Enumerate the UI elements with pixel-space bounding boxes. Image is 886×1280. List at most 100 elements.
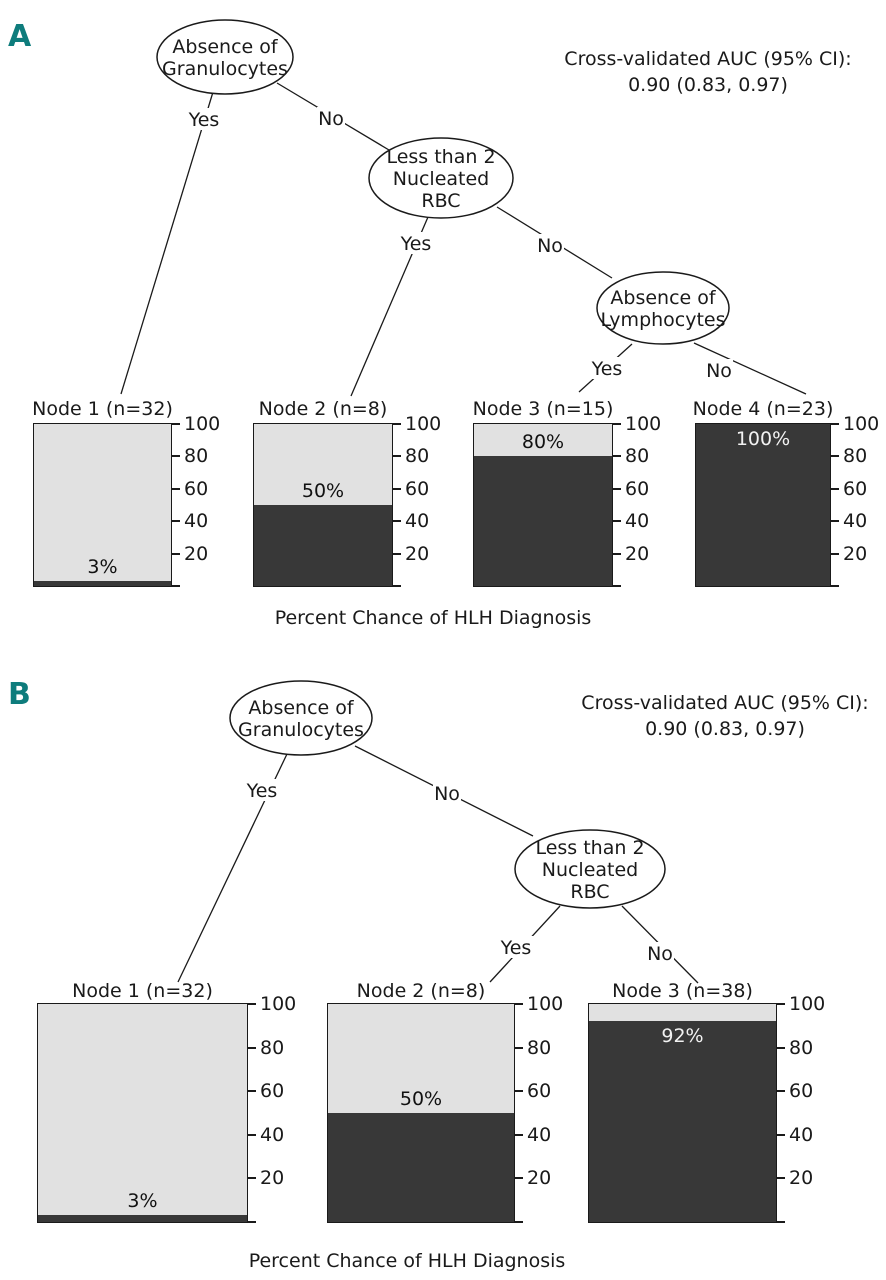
tick-label: 20 bbox=[527, 1167, 552, 1190]
node-title: Node 3 (n=38) bbox=[612, 980, 753, 1002]
tick-label: 100 bbox=[527, 993, 564, 1015]
tick-mark bbox=[612, 487, 621, 490]
bar-value-label: 50% bbox=[399, 1088, 443, 1110]
tick-label: 20 bbox=[405, 542, 430, 565]
x-axis-label-b: Percent Chance of HLH Diagnosis bbox=[248, 1250, 566, 1272]
tree-node-root bbox=[229, 680, 373, 756]
tick-label: 40 bbox=[184, 510, 209, 533]
tick-mark bbox=[830, 423, 839, 425]
split3-label-line1: Absence of bbox=[610, 287, 716, 309]
bar-value-label: 80% bbox=[521, 431, 565, 454]
node-title: Node 2 (n=8) bbox=[356, 980, 486, 1002]
tick-label: 80 bbox=[625, 445, 650, 468]
decision-tree-b: Absence of Granulocytes Less than 2 Nucl… bbox=[177, 680, 699, 984]
tick-mark bbox=[247, 1133, 256, 1136]
tick-mark bbox=[514, 1046, 523, 1049]
tick-label: 60 bbox=[527, 1080, 552, 1103]
tick-label: 60 bbox=[184, 477, 209, 500]
bar-fill bbox=[34, 581, 171, 586]
node-title: Node 4 (n=23) bbox=[692, 398, 834, 420]
root-label-line1: Absence of bbox=[248, 697, 354, 719]
root-label-line2: Granulocytes bbox=[238, 719, 364, 741]
tick-mark bbox=[830, 487, 839, 490]
tick-mark bbox=[830, 585, 839, 587]
auc-line1: Cross-validated AUC (95% CI): bbox=[564, 48, 852, 70]
tick-label: 80 bbox=[789, 1036, 814, 1059]
split2-label-line1: Less than 2 bbox=[386, 146, 495, 168]
tick-mark bbox=[514, 1133, 523, 1136]
edge-label-yes-1: Yes bbox=[246, 780, 278, 802]
edge-label-yes-2: Yes bbox=[500, 937, 532, 959]
tick-mark bbox=[612, 520, 621, 523]
bar-fill bbox=[328, 1113, 514, 1222]
tick-label: 60 bbox=[405, 477, 430, 500]
tick-mark bbox=[171, 423, 180, 425]
edge-label-yes-2: Yes bbox=[400, 233, 432, 255]
tick-mark bbox=[392, 423, 401, 425]
tree-node-split2 bbox=[368, 137, 514, 219]
tick-label: 100 bbox=[789, 993, 826, 1015]
split2-label-line3: RBC bbox=[570, 881, 609, 903]
tick-label: 80 bbox=[843, 445, 868, 468]
tree-node-root bbox=[156, 19, 294, 95]
edge-label-yes-3: Yes bbox=[591, 358, 623, 380]
tick-mark bbox=[514, 1221, 523, 1223]
panel-a-label: A bbox=[8, 19, 32, 54]
bar-value-label: 100% bbox=[735, 428, 791, 450]
tick-mark bbox=[514, 1090, 523, 1093]
tick-label: 80 bbox=[527, 1036, 552, 1059]
node-title: Node 3 (n=15) bbox=[472, 398, 614, 420]
auc-annotation-b: Cross-validated AUC (95% CI): 0.90 (0.83… bbox=[581, 690, 868, 742]
edge-label-bg bbox=[646, 942, 674, 964]
auc-line1: Cross-validated AUC (95% CI): bbox=[581, 692, 869, 714]
bar-fill bbox=[474, 456, 612, 586]
panel-a: A Cross-validated AUC (95% CI): 0.90 (0.… bbox=[8, 19, 879, 629]
bar-value-label: 3% bbox=[87, 556, 118, 579]
tick-label: 40 bbox=[789, 1123, 814, 1146]
bar-fill bbox=[589, 1021, 776, 1222]
tick-label: 80 bbox=[184, 445, 209, 468]
tick-label: 60 bbox=[789, 1080, 814, 1103]
tick-label: 60 bbox=[260, 1080, 285, 1103]
tick-label: 20 bbox=[843, 542, 868, 565]
edge-label-yes-1: Yes bbox=[188, 109, 220, 131]
tick-mark bbox=[776, 1221, 785, 1223]
panel-b-label: B bbox=[8, 677, 31, 712]
tick-label: 100 bbox=[843, 413, 880, 435]
split2-label-line1: Less than 2 bbox=[535, 837, 644, 859]
tick-mark bbox=[247, 1177, 256, 1180]
tick-mark bbox=[776, 1090, 785, 1093]
tick-mark bbox=[830, 520, 839, 523]
split2-label-line2: Nucleated bbox=[542, 859, 639, 881]
tick-mark bbox=[392, 585, 401, 587]
edge-label-no-3: No bbox=[706, 360, 732, 382]
root-label-line2: Granulocytes bbox=[162, 58, 288, 80]
edge-label-bg bbox=[244, 779, 280, 801]
panel-b: B Cross-validated AUC (95% CI): 0.90 (0.… bbox=[0, 650, 886, 1280]
edge-label-bg bbox=[705, 359, 733, 381]
tick-label: 20 bbox=[789, 1167, 814, 1190]
bar-value-label: 92% bbox=[661, 1025, 704, 1048]
tick-mark bbox=[392, 487, 401, 490]
split2-label-line2: Nucleated bbox=[393, 168, 490, 190]
root-label-line1: Absence of bbox=[172, 36, 278, 58]
edge-label-bg bbox=[317, 107, 345, 129]
decision-tree-a: Absence of Granulocytes Less than 2 Nucl… bbox=[120, 19, 807, 397]
tick-label: 80 bbox=[260, 1036, 285, 1059]
tick-mark bbox=[247, 1090, 256, 1093]
